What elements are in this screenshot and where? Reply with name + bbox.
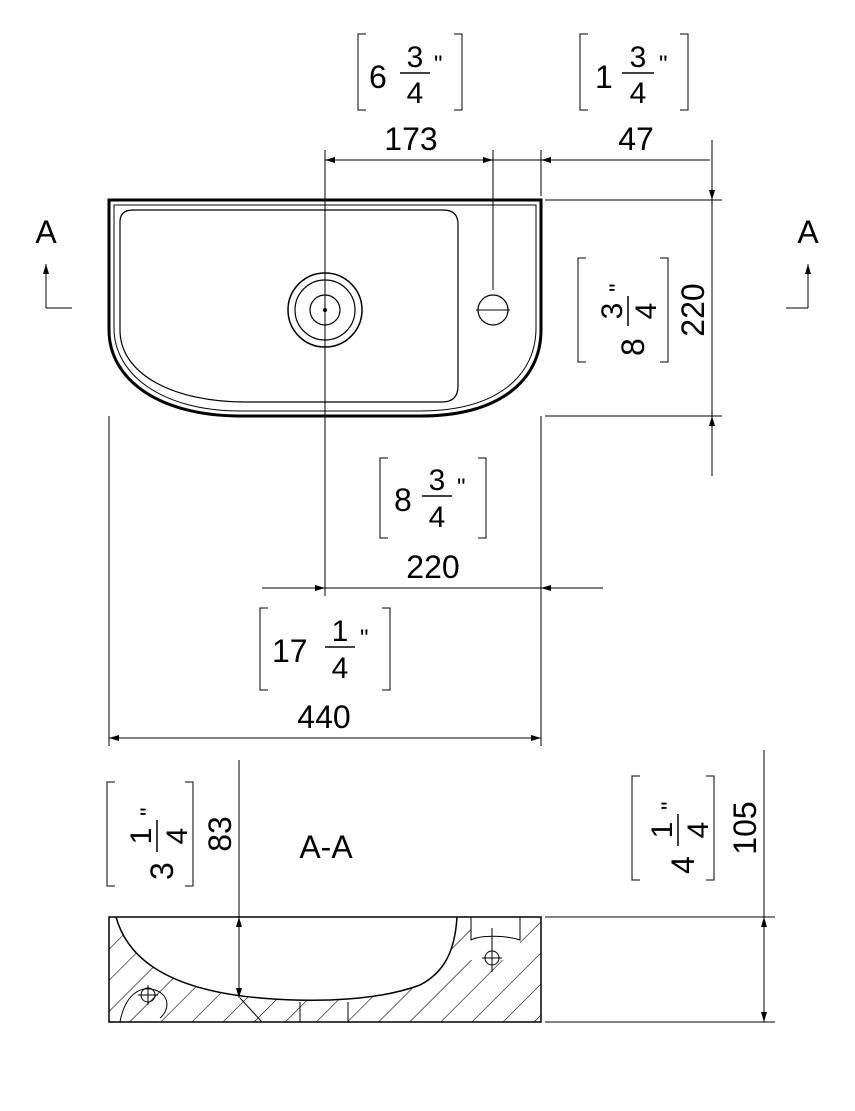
dimension-lines (109, 140, 715, 741)
basin-rim-line (113, 204, 537, 412)
section-bowl-curve (115, 916, 458, 1001)
sink-section-view (108, 916, 542, 1023)
extension-lines (108, 150, 722, 746)
svg-text:A: A (797, 214, 819, 250)
svg-text:3: 3 (596, 303, 629, 320)
svg-text:": " (659, 51, 668, 78)
height-label: 4 1 4 " 105 (631, 775, 763, 881)
svg-text:": " (136, 807, 163, 816)
depth-label: 8 3 4 " 220 (577, 257, 711, 363)
drain-to-edge-label: 8 3 4 " 220 (379, 457, 487, 585)
svg-text:": " (605, 283, 632, 292)
svg-text:4: 4 (429, 501, 446, 534)
svg-text:3: 3 (407, 41, 424, 74)
section-hatched-wall (109, 917, 541, 1022)
section-dimension-lines (236, 750, 775, 1023)
section-title: A-A (299, 829, 353, 865)
svg-text:1: 1 (332, 615, 349, 648)
svg-text:3: 3 (630, 41, 647, 74)
svg-text:220: 220 (406, 549, 459, 585)
svg-text:": " (657, 801, 684, 810)
svg-text:": " (457, 474, 466, 501)
svg-text:4: 4 (630, 303, 663, 320)
svg-text:4: 4 (407, 77, 424, 110)
svg-text:A: A (35, 214, 57, 250)
basin-bowl-outline (119, 209, 459, 403)
svg-text:6: 6 (369, 59, 387, 95)
tap-offset-label: 1 3 4 " 47 (579, 33, 689, 157)
svg-text:3: 3 (429, 464, 446, 497)
section-marker-right: A (786, 214, 819, 309)
svg-text:83: 83 (202, 816, 238, 852)
svg-text:440: 440 (297, 699, 350, 735)
svg-text:": " (360, 625, 369, 652)
width-label: 17 1 4 " 440 (259, 607, 391, 735)
svg-text:1: 1 (646, 822, 679, 839)
svg-text:17: 17 (272, 633, 308, 669)
svg-text:": " (434, 51, 443, 78)
svg-text:1: 1 (125, 828, 158, 845)
svg-text:8: 8 (394, 482, 412, 518)
svg-text:173: 173 (384, 121, 437, 157)
svg-text:4: 4 (665, 856, 701, 874)
svg-text:4: 4 (630, 77, 647, 110)
svg-text:8: 8 (615, 338, 651, 356)
basin-outer-outline (107, 198, 543, 418)
svg-text:105: 105 (727, 801, 763, 854)
drain-offset-label: 6 3 4 " 173 (357, 33, 463, 157)
bowl-depth-label: 3 1 4 " 83 (106, 781, 238, 887)
svg-text:47: 47 (618, 121, 654, 157)
tap-hole (476, 294, 510, 326)
svg-text:4: 4 (332, 652, 349, 685)
section-marker-left: A (35, 214, 72, 309)
svg-text:4: 4 (161, 828, 194, 845)
svg-text:1: 1 (595, 59, 613, 95)
svg-text:220: 220 (675, 283, 711, 336)
svg-text:4: 4 (682, 822, 715, 839)
svg-text:3: 3 (144, 862, 180, 880)
